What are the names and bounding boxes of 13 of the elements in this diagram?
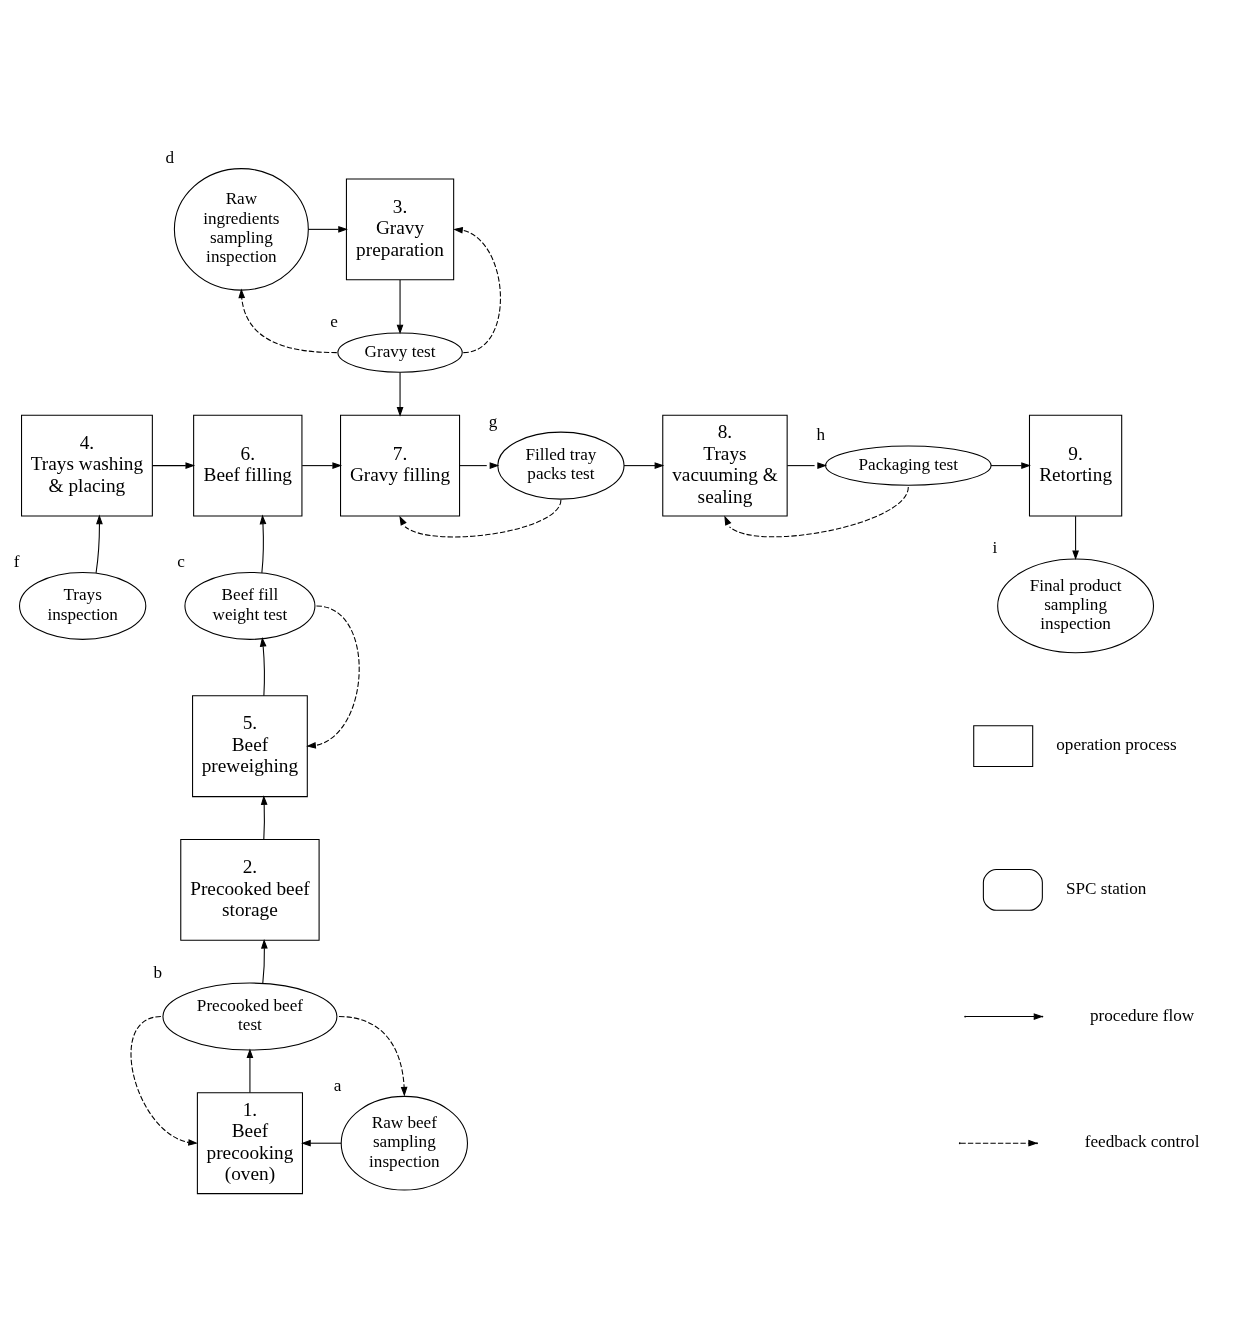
node-label: b <box>153 962 162 982</box>
node-label: g <box>488 411 497 431</box>
node-label: c <box>176 551 185 571</box>
node-label: a <box>333 1075 341 1095</box>
node-label: h <box>816 425 825 445</box>
node-label: i <box>991 538 997 558</box>
legend-label: procedure flow <box>1089 1005 1194 1025</box>
node-label: d <box>165 148 174 168</box>
legend-label: feedback control <box>1084 1132 1199 1152</box>
node-label: f <box>13 551 19 571</box>
node-label: e <box>329 312 338 332</box>
legend-label: SPC station <box>1065 878 1146 898</box>
legend-label: operation process <box>1055 735 1177 755</box>
